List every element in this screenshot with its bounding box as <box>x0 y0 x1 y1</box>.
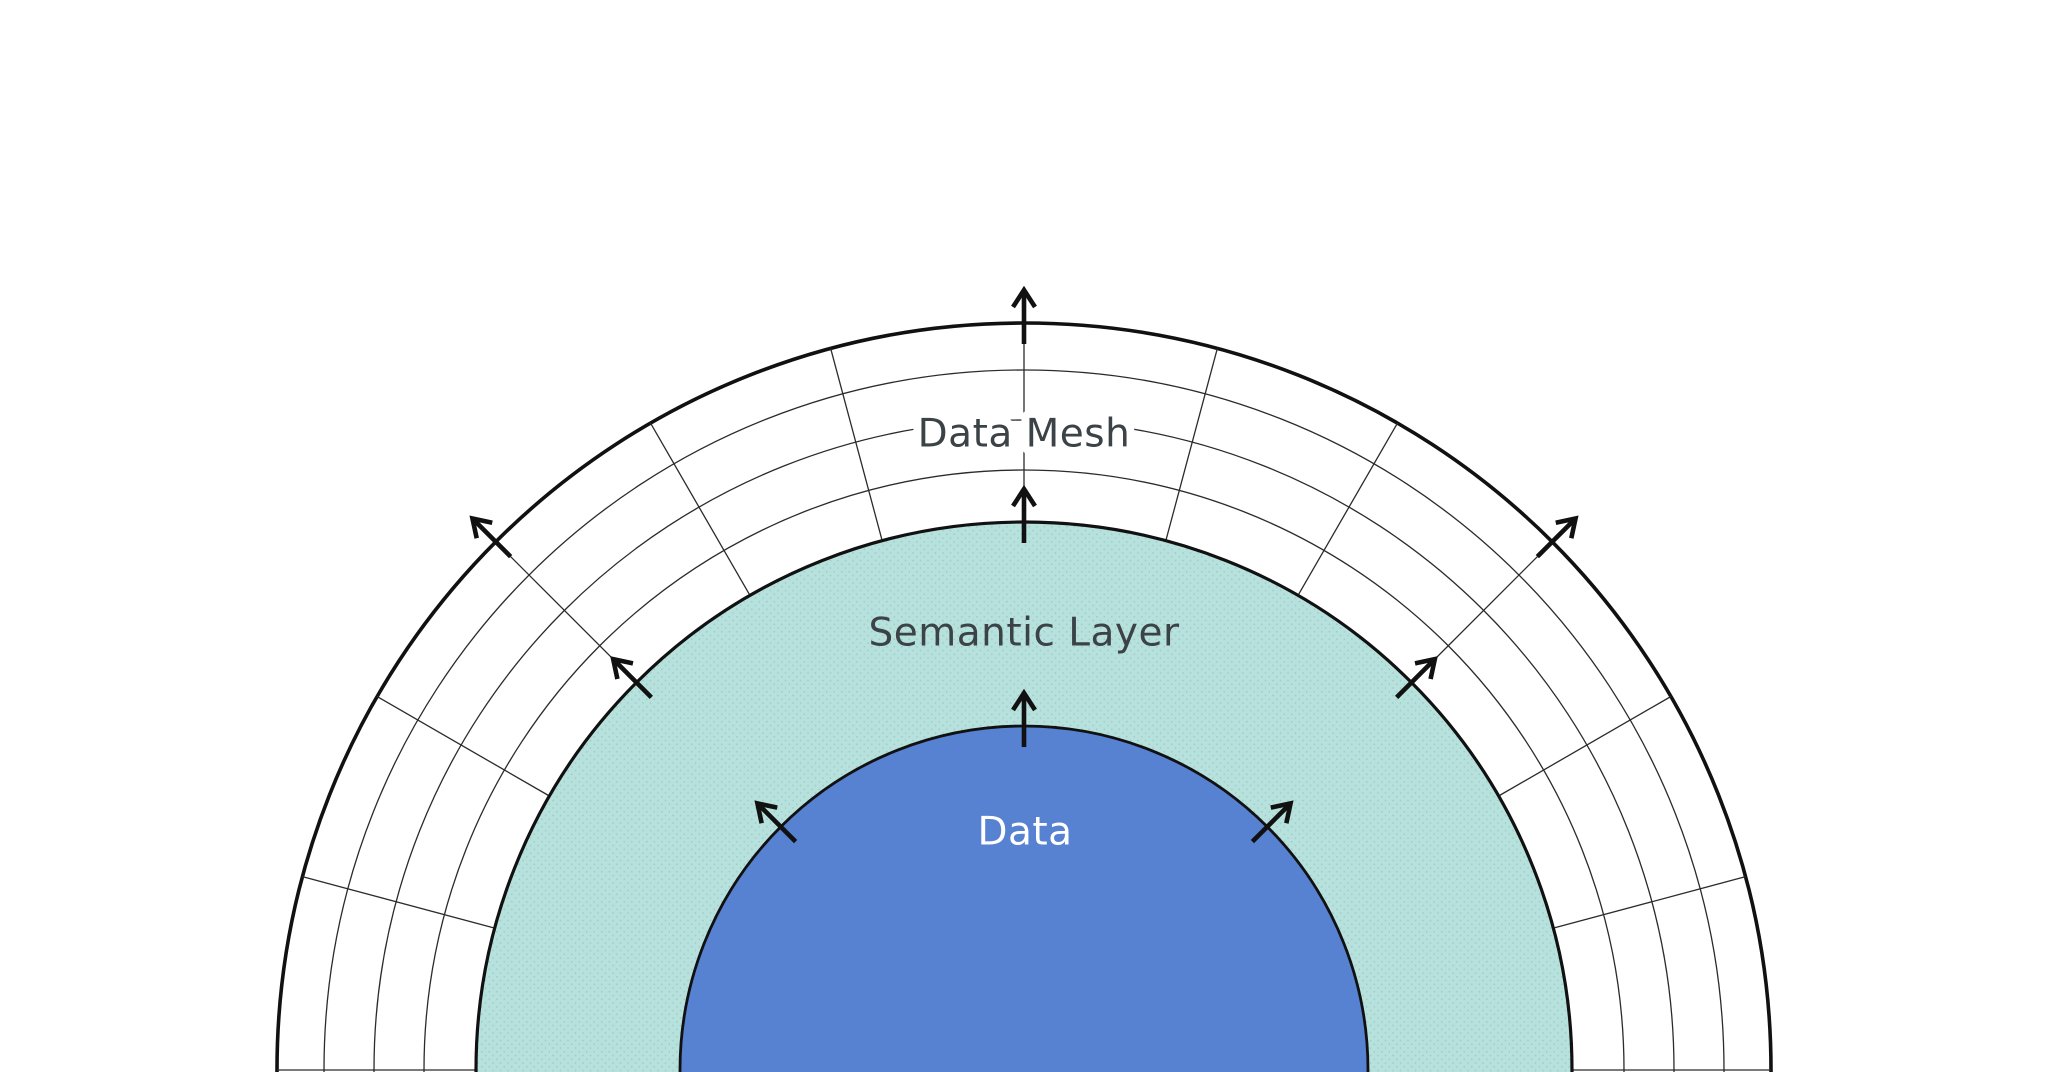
data-mesh-label: Data Mesh <box>918 412 1131 457</box>
mesh-grid <box>277 323 1771 1072</box>
outward-arrows <box>469 285 1579 844</box>
semantic-layer-label: Semantic Layer <box>868 611 1180 656</box>
data-label: Data <box>977 810 1072 855</box>
